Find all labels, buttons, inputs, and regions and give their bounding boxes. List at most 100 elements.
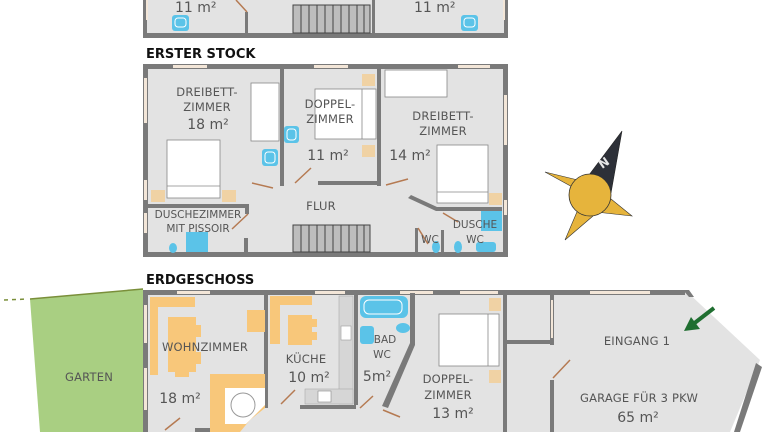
room-name: ZIMMER bbox=[306, 112, 354, 126]
room-area: 5m² bbox=[363, 369, 391, 385]
inner-wall bbox=[146, 204, 248, 208]
stove-icon bbox=[317, 390, 332, 403]
inner-wall bbox=[503, 293, 507, 432]
room-area: 18 m² bbox=[159, 391, 201, 407]
window bbox=[315, 291, 345, 294]
room-name: DUSCHE bbox=[453, 219, 497, 231]
top-floor: 11 m² 11 m² bbox=[143, 0, 508, 38]
chair bbox=[312, 332, 317, 340]
door bbox=[442, 212, 459, 223]
fireplace bbox=[225, 388, 265, 424]
room-area: 11 m² bbox=[307, 148, 349, 164]
window bbox=[551, 300, 553, 338]
nightstand bbox=[222, 190, 236, 202]
window bbox=[590, 291, 650, 294]
door bbox=[164, 417, 181, 431]
room-area: 65 m² bbox=[617, 410, 659, 426]
window bbox=[504, 95, 507, 145]
nightstand bbox=[489, 193, 502, 205]
window bbox=[144, 305, 147, 343]
room-name: KÜCHE bbox=[286, 350, 327, 366]
room-name: WC bbox=[466, 234, 484, 246]
floor-title-ground: ERDGESCHOSS bbox=[146, 273, 254, 288]
inner-wall bbox=[550, 380, 554, 432]
dining-table bbox=[168, 317, 196, 372]
outer-wall bbox=[143, 64, 148, 257]
window bbox=[144, 180, 147, 200]
room-area: 10 m² bbox=[288, 370, 330, 386]
room-name: ZIMMER bbox=[183, 100, 231, 114]
room-name: DOPPEL- bbox=[423, 372, 474, 386]
room-area: 13 m² bbox=[432, 406, 474, 422]
sink-icon bbox=[284, 126, 299, 143]
garden-label: GARTEN bbox=[65, 370, 113, 384]
compass-icon: N bbox=[544, 130, 633, 241]
first-floor: DREIBETT- ZIMMER 18 m² DOPPEL- ZIMMER 11… bbox=[143, 64, 508, 257]
room-name: DUSCHEZIMMER bbox=[155, 209, 242, 221]
window bbox=[504, 200, 507, 215]
window bbox=[173, 65, 207, 68]
kitchen-counter bbox=[338, 295, 354, 405]
door bbox=[417, 227, 429, 245]
window bbox=[314, 65, 348, 68]
top-floor-wall bbox=[143, 0, 147, 38]
kitchen-table bbox=[288, 315, 312, 345]
toilet-icon bbox=[169, 243, 177, 253]
sofa bbox=[150, 297, 195, 375]
inner-wall bbox=[280, 67, 284, 186]
inner-wall bbox=[382, 293, 415, 408]
toilet-icon bbox=[396, 323, 410, 333]
room-name: WC bbox=[373, 349, 391, 361]
window bbox=[458, 65, 490, 68]
door bbox=[359, 395, 374, 409]
inner-wall bbox=[300, 405, 356, 409]
door bbox=[251, 182, 274, 189]
door bbox=[382, 409, 401, 418]
inner-wall bbox=[408, 195, 502, 211]
sink-icon bbox=[262, 149, 278, 166]
toilet-icon bbox=[454, 241, 462, 253]
room-name: MIT PISSOIR bbox=[166, 223, 229, 235]
outer-wall bbox=[683, 290, 694, 297]
window bbox=[146, 0, 148, 20]
bed-icon bbox=[436, 144, 489, 204]
bed-icon bbox=[384, 69, 448, 98]
outer-wall bbox=[734, 363, 762, 432]
window bbox=[460, 291, 498, 294]
room-area: 11 m² bbox=[175, 0, 217, 16]
room-name: FLUR bbox=[306, 199, 336, 213]
shower-icon bbox=[481, 211, 502, 231]
inner-wall bbox=[354, 293, 358, 405]
room-name: DREIBETT- bbox=[176, 85, 237, 99]
room-name: WOHNZIMMER bbox=[162, 340, 248, 354]
bathtub-icon bbox=[360, 296, 408, 318]
sink-icon bbox=[172, 15, 189, 31]
garden: GARTEN bbox=[3, 288, 144, 432]
ground-floor: WOHNZIMMER 18 m² KÜCHE 10 m² BAD WC 5m² … bbox=[143, 290, 762, 432]
inner-wall bbox=[415, 228, 418, 254]
kitchen-sink-icon bbox=[340, 325, 352, 341]
staircase bbox=[292, 224, 371, 253]
top-floor-wall bbox=[372, 0, 375, 36]
shower-icon bbox=[186, 232, 208, 252]
room-name: DREIBETT- bbox=[412, 109, 473, 123]
door bbox=[235, 0, 248, 13]
nightstand bbox=[151, 190, 165, 202]
room-name: EINGANG 1 bbox=[604, 334, 670, 348]
top-floor-wall bbox=[504, 0, 508, 38]
bed-icon bbox=[166, 139, 221, 199]
inner-wall bbox=[441, 230, 444, 254]
room-name: BAD bbox=[374, 334, 396, 346]
nightstand bbox=[489, 298, 501, 311]
window bbox=[177, 291, 210, 294]
room-name: WC bbox=[421, 234, 439, 246]
outer-wall bbox=[143, 252, 508, 257]
top-floor-wall bbox=[143, 33, 508, 38]
inner-wall bbox=[264, 293, 268, 408]
door bbox=[552, 359, 571, 379]
window bbox=[400, 291, 433, 294]
armchair bbox=[247, 310, 265, 332]
sink-icon bbox=[461, 15, 478, 31]
room-area: 18 m² bbox=[187, 117, 229, 133]
